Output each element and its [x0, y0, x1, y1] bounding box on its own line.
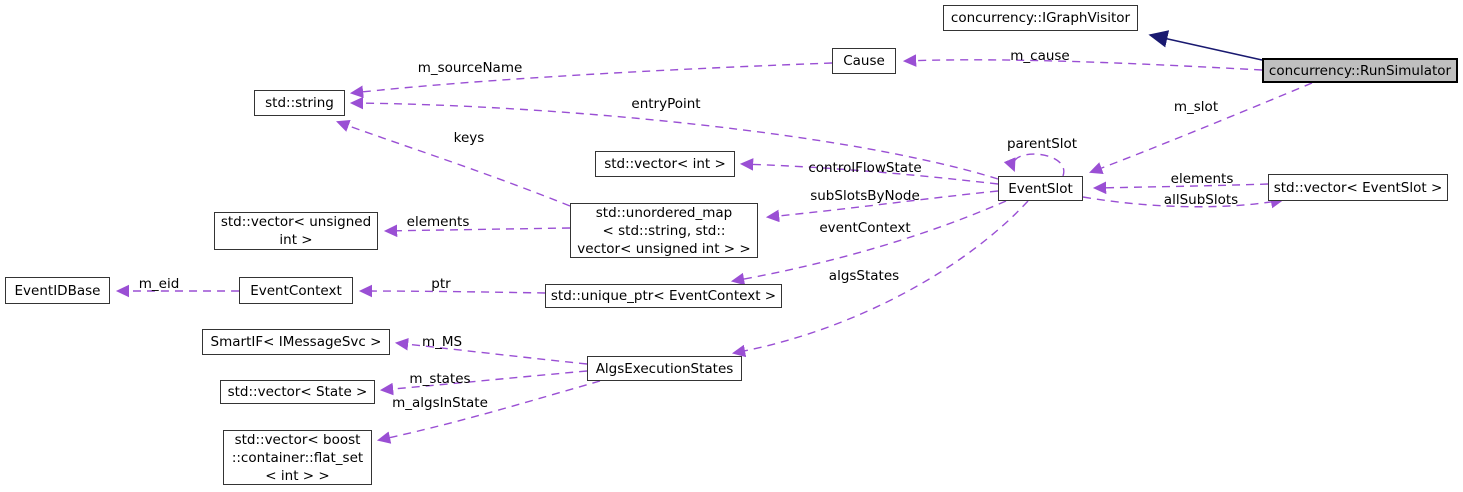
node-vector-eventslot: std::vector< EventSlot > [1268, 174, 1448, 201]
node-vector-unsigned-int: std::vector< unsigned int > [214, 212, 378, 250]
edge-label-m-sourcename: m_sourceName [417, 60, 523, 76]
edge-label-m-cause: m_cause [1010, 48, 1070, 64]
edge-label-elements-right: elements [1170, 171, 1234, 187]
edge-label-m-ms: m_MS [421, 334, 463, 350]
node-runsimulator: concurrency::RunSimulator [1262, 58, 1458, 83]
node-eventidbase[interactable]: EventIDBase [5, 277, 110, 304]
edge-label-m-states: m_states [409, 371, 471, 387]
edge-keys [336, 119, 571, 207]
edge-ptr [358, 284, 546, 298]
node-vector-int: std::vector< int > [595, 151, 735, 177]
node-unique-ptr-eventcontext: std::unique_ptr< EventContext > [545, 284, 782, 308]
edge-label-m-slot: m_slot [1173, 99, 1219, 115]
edge-entrypoint [349, 96, 999, 180]
edge-label-subslotsbynode: subSlotsByNode [810, 188, 920, 204]
edge-elements-right [1092, 181, 1269, 195]
edge-label-algsstates: algsStates [828, 268, 900, 284]
node-std-string: std::string [254, 90, 345, 116]
edge-inherit-igraphvisitor [1148, 30, 1263, 61]
edge-m-states [379, 370, 588, 396]
edge-label-controlflowstate: controlFlowState [808, 160, 922, 176]
edge-m-cause [902, 54, 1263, 71]
edge-label-parentslot: parentSlot [1006, 136, 1078, 152]
node-vector-flat-set: std::vector< boost ::container::flat_set… [223, 430, 372, 485]
node-igraphvisitor[interactable]: concurrency::IGraphVisitor [943, 5, 1138, 31]
edge-label-allsubslots: allSubSlots [1163, 192, 1239, 208]
edge-label-keys: keys [453, 130, 485, 146]
edge-label-ptr: ptr [431, 276, 451, 292]
edge-label-m-eid: m_eid [138, 276, 180, 292]
node-smartif-imessagesvc[interactable]: SmartIF< IMessageSvc > [202, 329, 390, 355]
node-algsexecutionstates[interactable]: AlgsExecutionStates [587, 356, 742, 381]
edge-allsubslots [1082, 195, 1285, 209]
node-eventcontext[interactable]: EventContext [239, 277, 353, 304]
edge-m-slot [1089, 82, 1313, 175]
edge-parentslot [1003, 153, 1065, 177]
edge-subslotsbynode [765, 190, 999, 223]
edge-label-m-algsinstate: m_algsInState [392, 395, 488, 411]
edge-m-ms [394, 337, 588, 365]
node-vector-state: std::vector< State > [220, 380, 375, 404]
edge-eventcontext [730, 200, 1007, 286]
edge-controlflowstate [739, 158, 999, 185]
edge-m-sourcename [349, 62, 833, 99]
node-unordered-map: std::unordered_map < std::string, std:: … [570, 203, 758, 258]
node-eventslot[interactable]: EventSlot [998, 176, 1083, 201]
edge-m-algsinstate [376, 380, 601, 444]
edge-label-eventcontext: eventContext [819, 220, 911, 236]
node-cause[interactable]: Cause [832, 48, 896, 74]
edge-label-elements-left: elements [406, 214, 470, 230]
edge-algsstates [731, 200, 1029, 358]
edge-label-entrypoint: entryPoint [631, 96, 701, 112]
